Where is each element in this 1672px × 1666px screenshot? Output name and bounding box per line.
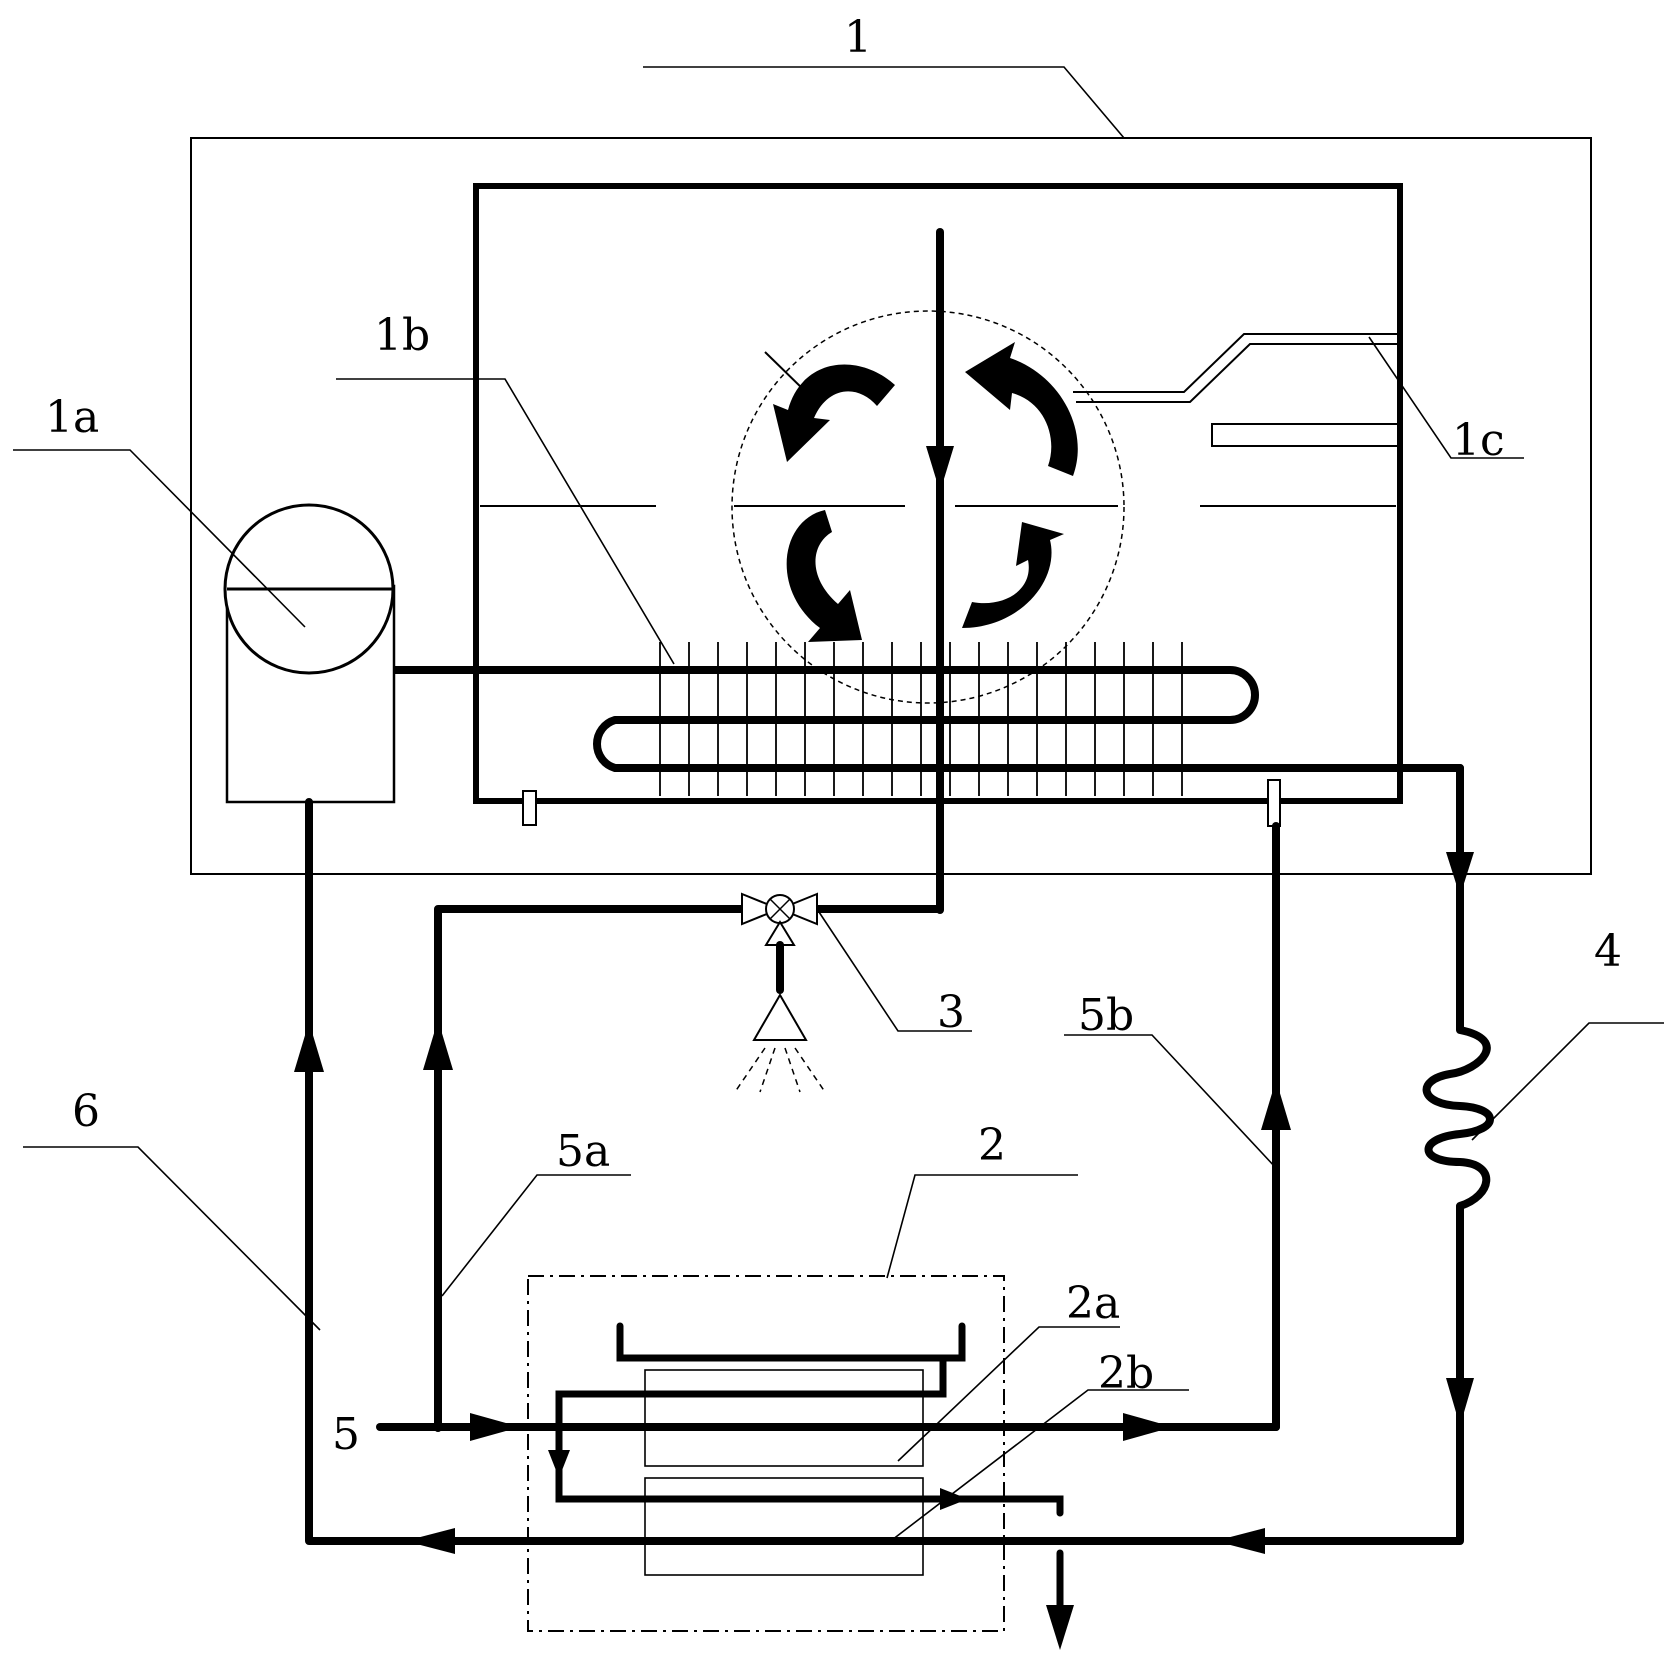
inlet-5 <box>376 1413 1280 1441</box>
branch-5a <box>423 905 751 1432</box>
label-plate-b: 2b <box>1098 1348 1154 1399</box>
sensor-right <box>1267 779 1281 827</box>
label-branch-b: 5b <box>1078 990 1134 1041</box>
label-pipe-6: 6 <box>72 1086 100 1137</box>
label-exchanger: 2 <box>978 1120 1006 1171</box>
valve-3 <box>734 892 944 1093</box>
leader-lines <box>13 66 1664 1544</box>
fan-circle <box>731 310 1125 704</box>
label-branch-a: 5a <box>556 1126 610 1177</box>
supply-pipe <box>926 228 954 914</box>
label-fin-coil: 1b <box>374 310 430 361</box>
label-unit: 1 <box>844 12 872 63</box>
duct-1c <box>1073 333 1400 447</box>
label-coil: 4 <box>1594 926 1622 977</box>
label-plate-a: 2a <box>1066 1278 1120 1329</box>
label-compressor: 1a <box>45 392 99 443</box>
label-inlet: 5 <box>332 1409 360 1460</box>
circulation-arrows <box>764 342 1078 642</box>
unit-housing <box>190 137 1592 875</box>
sensor-left <box>522 790 537 826</box>
coil-4 <box>1422 1026 1494 1210</box>
branch-5b <box>1261 822 1291 1431</box>
compressor-1a <box>223 503 396 804</box>
fin-coil <box>389 642 1464 796</box>
label-valve: 3 <box>937 987 965 1038</box>
label-duct: 1c <box>1452 415 1505 466</box>
